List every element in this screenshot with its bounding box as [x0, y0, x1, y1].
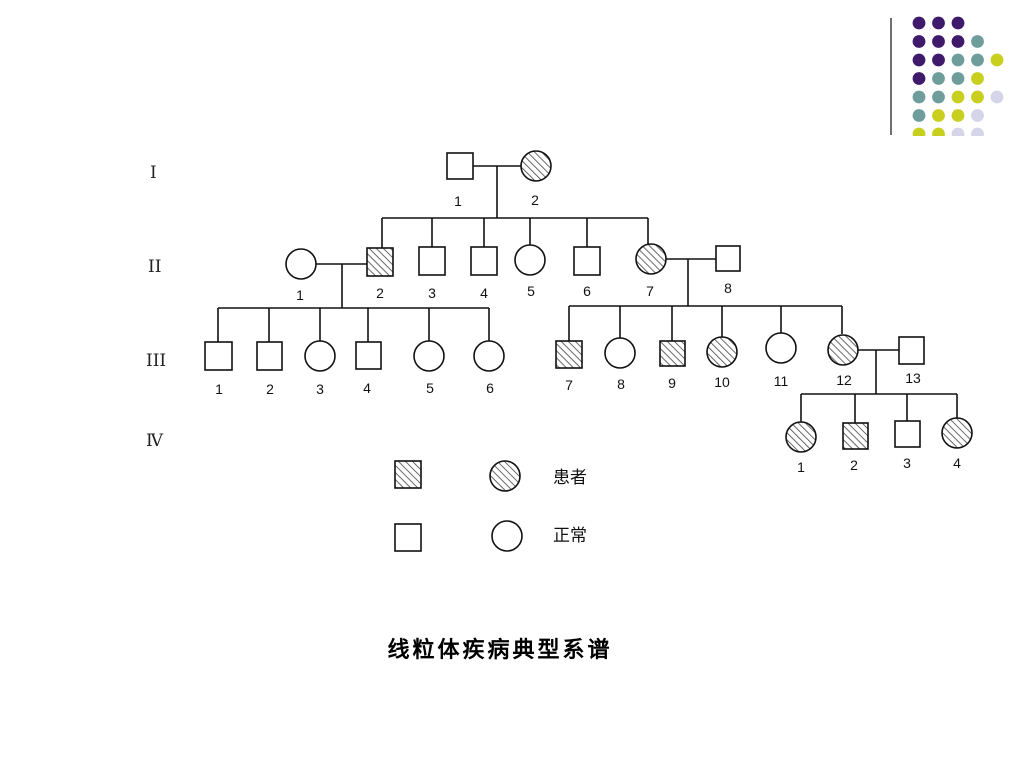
- label-I-2: 2: [531, 192, 539, 208]
- individual-I-1: [446, 152, 474, 180]
- label-III-7: 7: [565, 377, 573, 393]
- label-III-10: 10: [714, 374, 730, 390]
- legend-affected-female-symbol: [489, 460, 521, 492]
- generation-label-3: III: [146, 351, 166, 371]
- label-IV-3: 3: [903, 455, 911, 471]
- decor-dot: [990, 53, 1004, 67]
- decor-dot: [912, 35, 926, 48]
- individual-IV-3: [894, 420, 921, 448]
- individual-II-8: [715, 245, 741, 272]
- decor-dot: [951, 16, 965, 30]
- decor-dot: [951, 109, 965, 122]
- label-III-2: 2: [266, 381, 274, 397]
- individual-III-1: [204, 341, 233, 371]
- decor-dot: [932, 109, 945, 122]
- label-III-13: 13: [905, 370, 921, 386]
- individual-IV-2: [842, 422, 869, 450]
- individual-III-3: [304, 340, 336, 372]
- label-III-3: 3: [316, 381, 324, 397]
- decor-dot: [951, 90, 965, 104]
- label-III-12: 12: [836, 372, 852, 388]
- legend-normal-male-symbol: [394, 523, 422, 552]
- individual-III-4: [355, 341, 382, 370]
- legend-normal-female-symbol: [491, 520, 523, 552]
- generation-label-1: I: [150, 163, 157, 183]
- decor-dot: [971, 90, 984, 104]
- legend-affected-label: 患者: [553, 468, 587, 488]
- individual-III-11: [765, 332, 797, 364]
- individual-III-6: [473, 340, 505, 372]
- decor-dot: [912, 109, 926, 122]
- legend-normal-label: 正常: [553, 526, 587, 546]
- decor-dot: [971, 35, 984, 48]
- decor-dot: [971, 53, 984, 67]
- label-IV-2: 2: [850, 457, 858, 473]
- individual-II-6: [573, 246, 601, 276]
- decor-dot: [932, 53, 945, 67]
- label-III-11: 11: [774, 373, 789, 389]
- label-II-5: 5: [527, 283, 535, 299]
- pedigree-chart: I II III Ⅳ: [146, 150, 973, 552]
- decor-dot: [971, 109, 984, 122]
- decor-dot-clip: [900, 136, 1024, 150]
- decor-dot: [932, 72, 945, 85]
- label-II-8: 8: [724, 280, 732, 296]
- label-II-2: 2: [376, 285, 384, 301]
- individual-III-7: [555, 340, 583, 369]
- individual-II-5: [514, 244, 546, 276]
- individual-II-3: [418, 246, 446, 276]
- individual-IV-4: [941, 417, 973, 449]
- individual-III-2: [256, 341, 283, 371]
- decor-dot: [912, 72, 926, 85]
- decor-dot: [951, 53, 965, 67]
- decor-dot: [912, 16, 926, 30]
- decor-dot: [951, 72, 965, 85]
- pedigree-legend: [394, 460, 523, 552]
- label-II-4: 4: [480, 285, 488, 301]
- individual-III-12: [827, 334, 859, 366]
- decor-dot: [990, 90, 1004, 104]
- label-II-7: 7: [646, 283, 654, 299]
- generation-label-2: II: [148, 257, 161, 277]
- slide-caption: 线粒体疾病典型系谱: [387, 637, 613, 663]
- legend-affected-male-symbol: [394, 460, 422, 489]
- label-III-9: 9: [668, 375, 676, 391]
- decor-dot: [932, 90, 945, 104]
- label-III-1: 1: [215, 381, 223, 397]
- individual-IV-1: [785, 421, 817, 453]
- decor-dot: [912, 53, 926, 67]
- decor-dot: [951, 35, 965, 48]
- label-IV-4: 4: [953, 455, 961, 471]
- individual-III-13: [898, 336, 925, 365]
- label-IV-1: 1: [797, 459, 805, 475]
- individual-III-8: [604, 337, 636, 369]
- label-II-3: 3: [428, 285, 436, 301]
- generation-label-4: Ⅳ: [146, 431, 164, 451]
- pedigree-connector-lines: [217, 165, 958, 423]
- individual-II-2: [366, 247, 394, 277]
- decor-dot: [971, 72, 984, 85]
- individual-II-7: [635, 243, 667, 275]
- label-III-6: 6: [486, 380, 494, 396]
- corner-dot-decoration: [890, 16, 1024, 150]
- individual-III-5: [413, 340, 445, 372]
- label-I-1: 1: [454, 193, 462, 209]
- pedigree-individuals: [204, 150, 973, 453]
- pedigree-numbers: 1 2 1 2 3 4 5 6 7 8 1 2 3 4 5 6 7 8 9 10…: [215, 192, 961, 475]
- individual-II-4: [470, 246, 498, 276]
- decor-dot: [932, 16, 945, 30]
- label-III-8: 8: [617, 376, 625, 392]
- individual-I-2: [520, 150, 552, 182]
- decor-dot: [912, 90, 926, 104]
- label-II-1: 1: [296, 287, 304, 303]
- label-II-6: 6: [583, 283, 591, 299]
- label-III-4: 4: [363, 380, 371, 396]
- individual-II-1: [285, 248, 317, 280]
- individual-III-9: [659, 340, 686, 367]
- label-III-5: 5: [426, 380, 434, 396]
- individual-III-10: [706, 336, 738, 368]
- decor-dot: [932, 35, 945, 48]
